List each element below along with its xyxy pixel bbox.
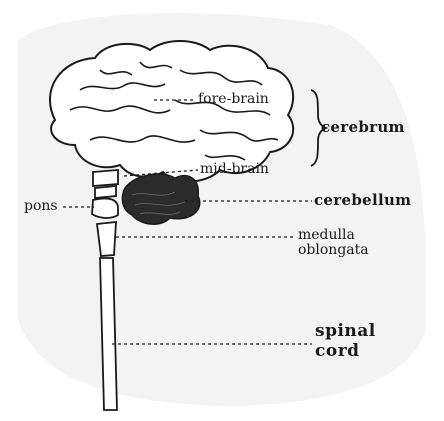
label-pons: pons xyxy=(24,199,58,213)
pons-shape xyxy=(92,198,118,218)
label-spinal: spinal xyxy=(315,324,376,339)
label-medulla: medulla xyxy=(298,228,355,242)
label-mid-brain: mid-brain xyxy=(200,162,269,176)
label-cerebellum: cerebellum xyxy=(314,193,411,208)
spinal-cord-shape xyxy=(100,258,117,410)
label-cerebrum: cerebrum xyxy=(321,120,405,135)
medulla-shape xyxy=(97,222,116,256)
label-cord: cord xyxy=(315,344,360,359)
label-oblongata: oblongata xyxy=(298,243,369,257)
cerebellum-shape xyxy=(122,174,199,224)
label-fore-brain: fore-brain xyxy=(198,92,269,106)
midbrain-shape xyxy=(93,170,118,198)
